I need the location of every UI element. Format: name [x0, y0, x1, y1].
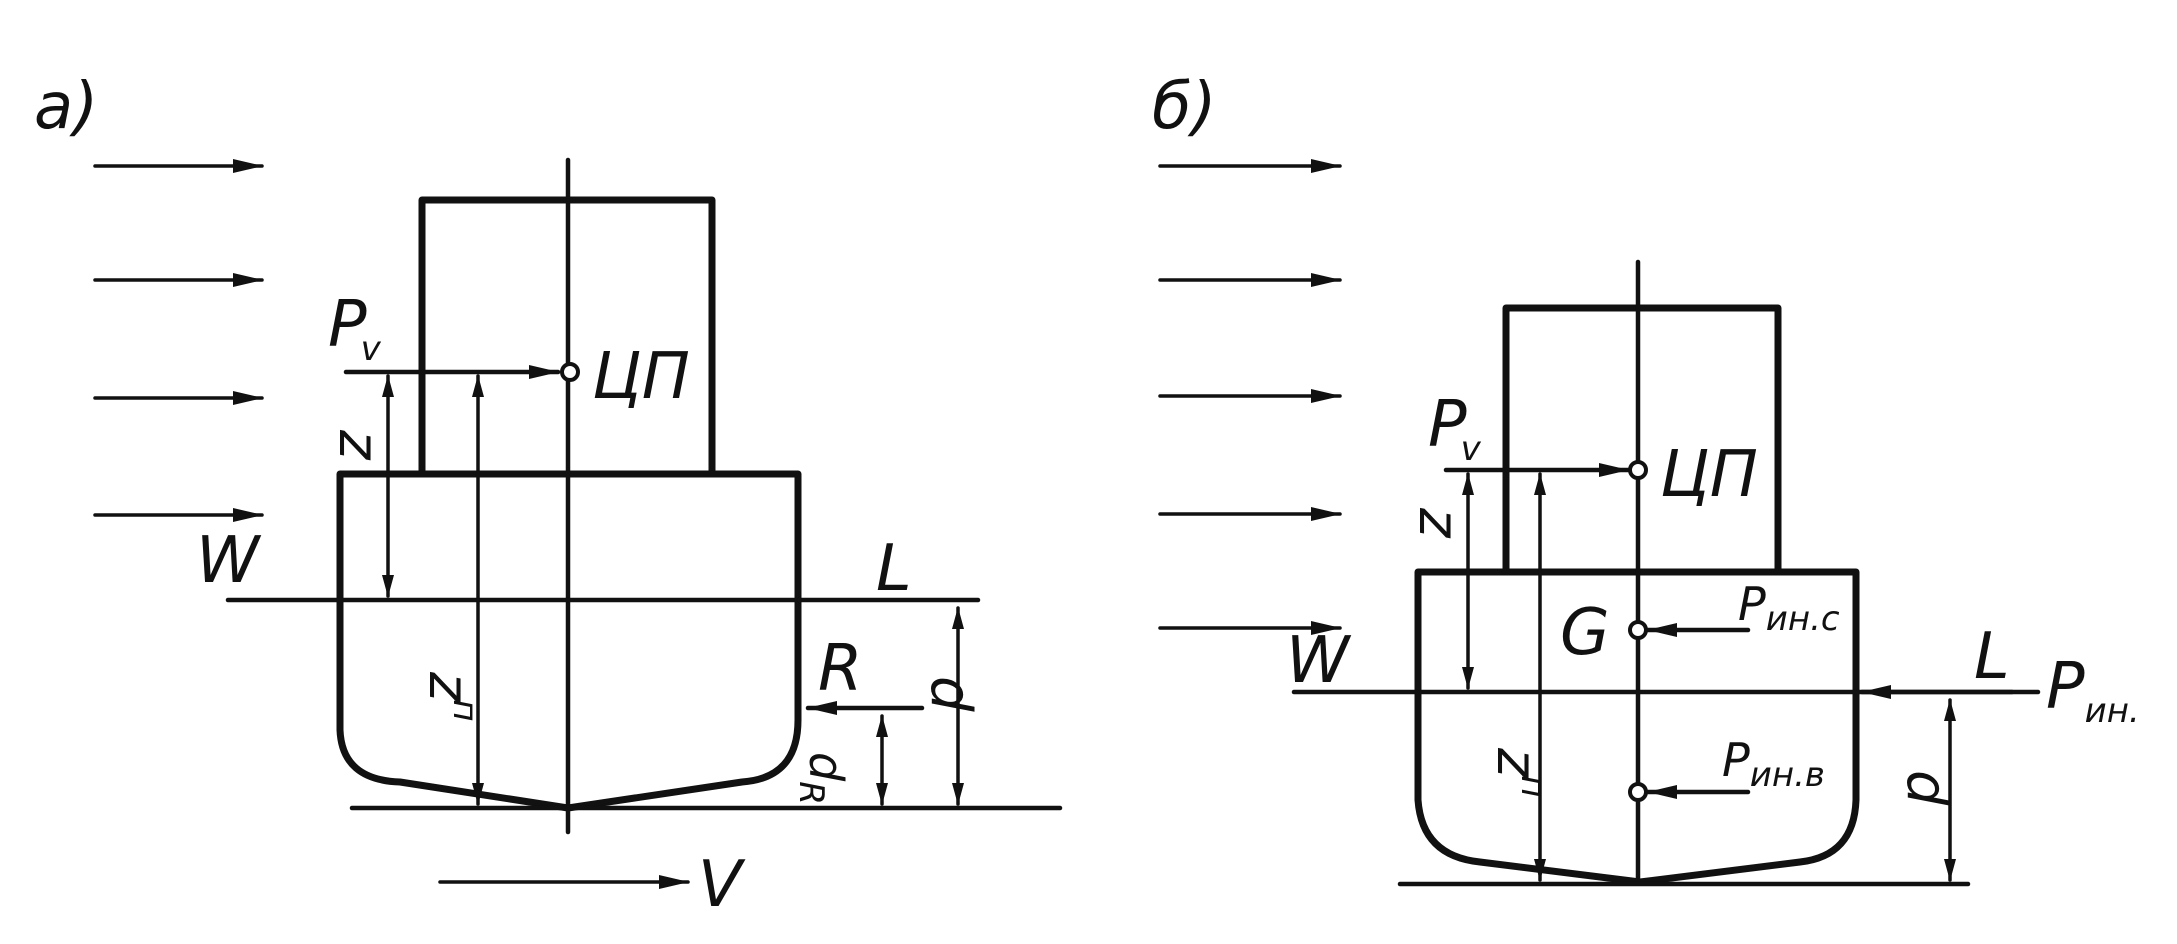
- z-label-a: z: [326, 429, 391, 461]
- d-label-a: d: [918, 676, 983, 712]
- pressure-center-b: [1628, 460, 1648, 480]
- gravity-point-b: [1628, 620, 1648, 640]
- hull-b: [1414, 568, 1860, 886]
- waterline-l-label-a: L: [876, 532, 912, 606]
- pressure-center-label-a: ЦП: [592, 340, 690, 414]
- d-label-b: d: [1894, 770, 1959, 806]
- wind-arrows-a: [93, 159, 264, 522]
- panel-b-label: б): [1152, 70, 1216, 144]
- velocity-label-a: V: [698, 848, 746, 922]
- zn-label-b: zп: [1484, 747, 1553, 798]
- pressure-center-a: [560, 362, 580, 382]
- resistance-label-a: R: [818, 632, 862, 706]
- panel-a: а) Pv ЦП: [34, 70, 1063, 922]
- inertia-c-label-b: Pин.с: [1738, 577, 1840, 639]
- gravity-label-b: G: [1560, 596, 1610, 670]
- waterline-w-label-b: W: [1286, 624, 1352, 698]
- inertia-v-label-b: Pин.в: [1722, 733, 1825, 795]
- inertia-v-point-b: [1628, 782, 1648, 802]
- wind-force-label-a: Pv: [328, 288, 382, 369]
- superstructure-b: [1502, 304, 1782, 576]
- hull-a: [336, 470, 802, 812]
- panel-b: б): [1152, 70, 2140, 887]
- panel-a-label: а): [34, 70, 98, 144]
- waterline-l-label-b: L: [1974, 620, 2010, 694]
- z-label-b: z: [1406, 507, 1471, 539]
- zn-label-a: zп: [416, 671, 485, 722]
- wind-force-label-b: Pv: [1428, 388, 1482, 469]
- inertia-label-b: Pин.: [2046, 650, 2140, 731]
- wind-arrows-b: [1158, 159, 1342, 635]
- pressure-center-label-b: ЦП: [1660, 438, 1758, 512]
- waterline-w-label-a: W: [196, 524, 262, 598]
- dr-label-a: dR: [791, 752, 853, 805]
